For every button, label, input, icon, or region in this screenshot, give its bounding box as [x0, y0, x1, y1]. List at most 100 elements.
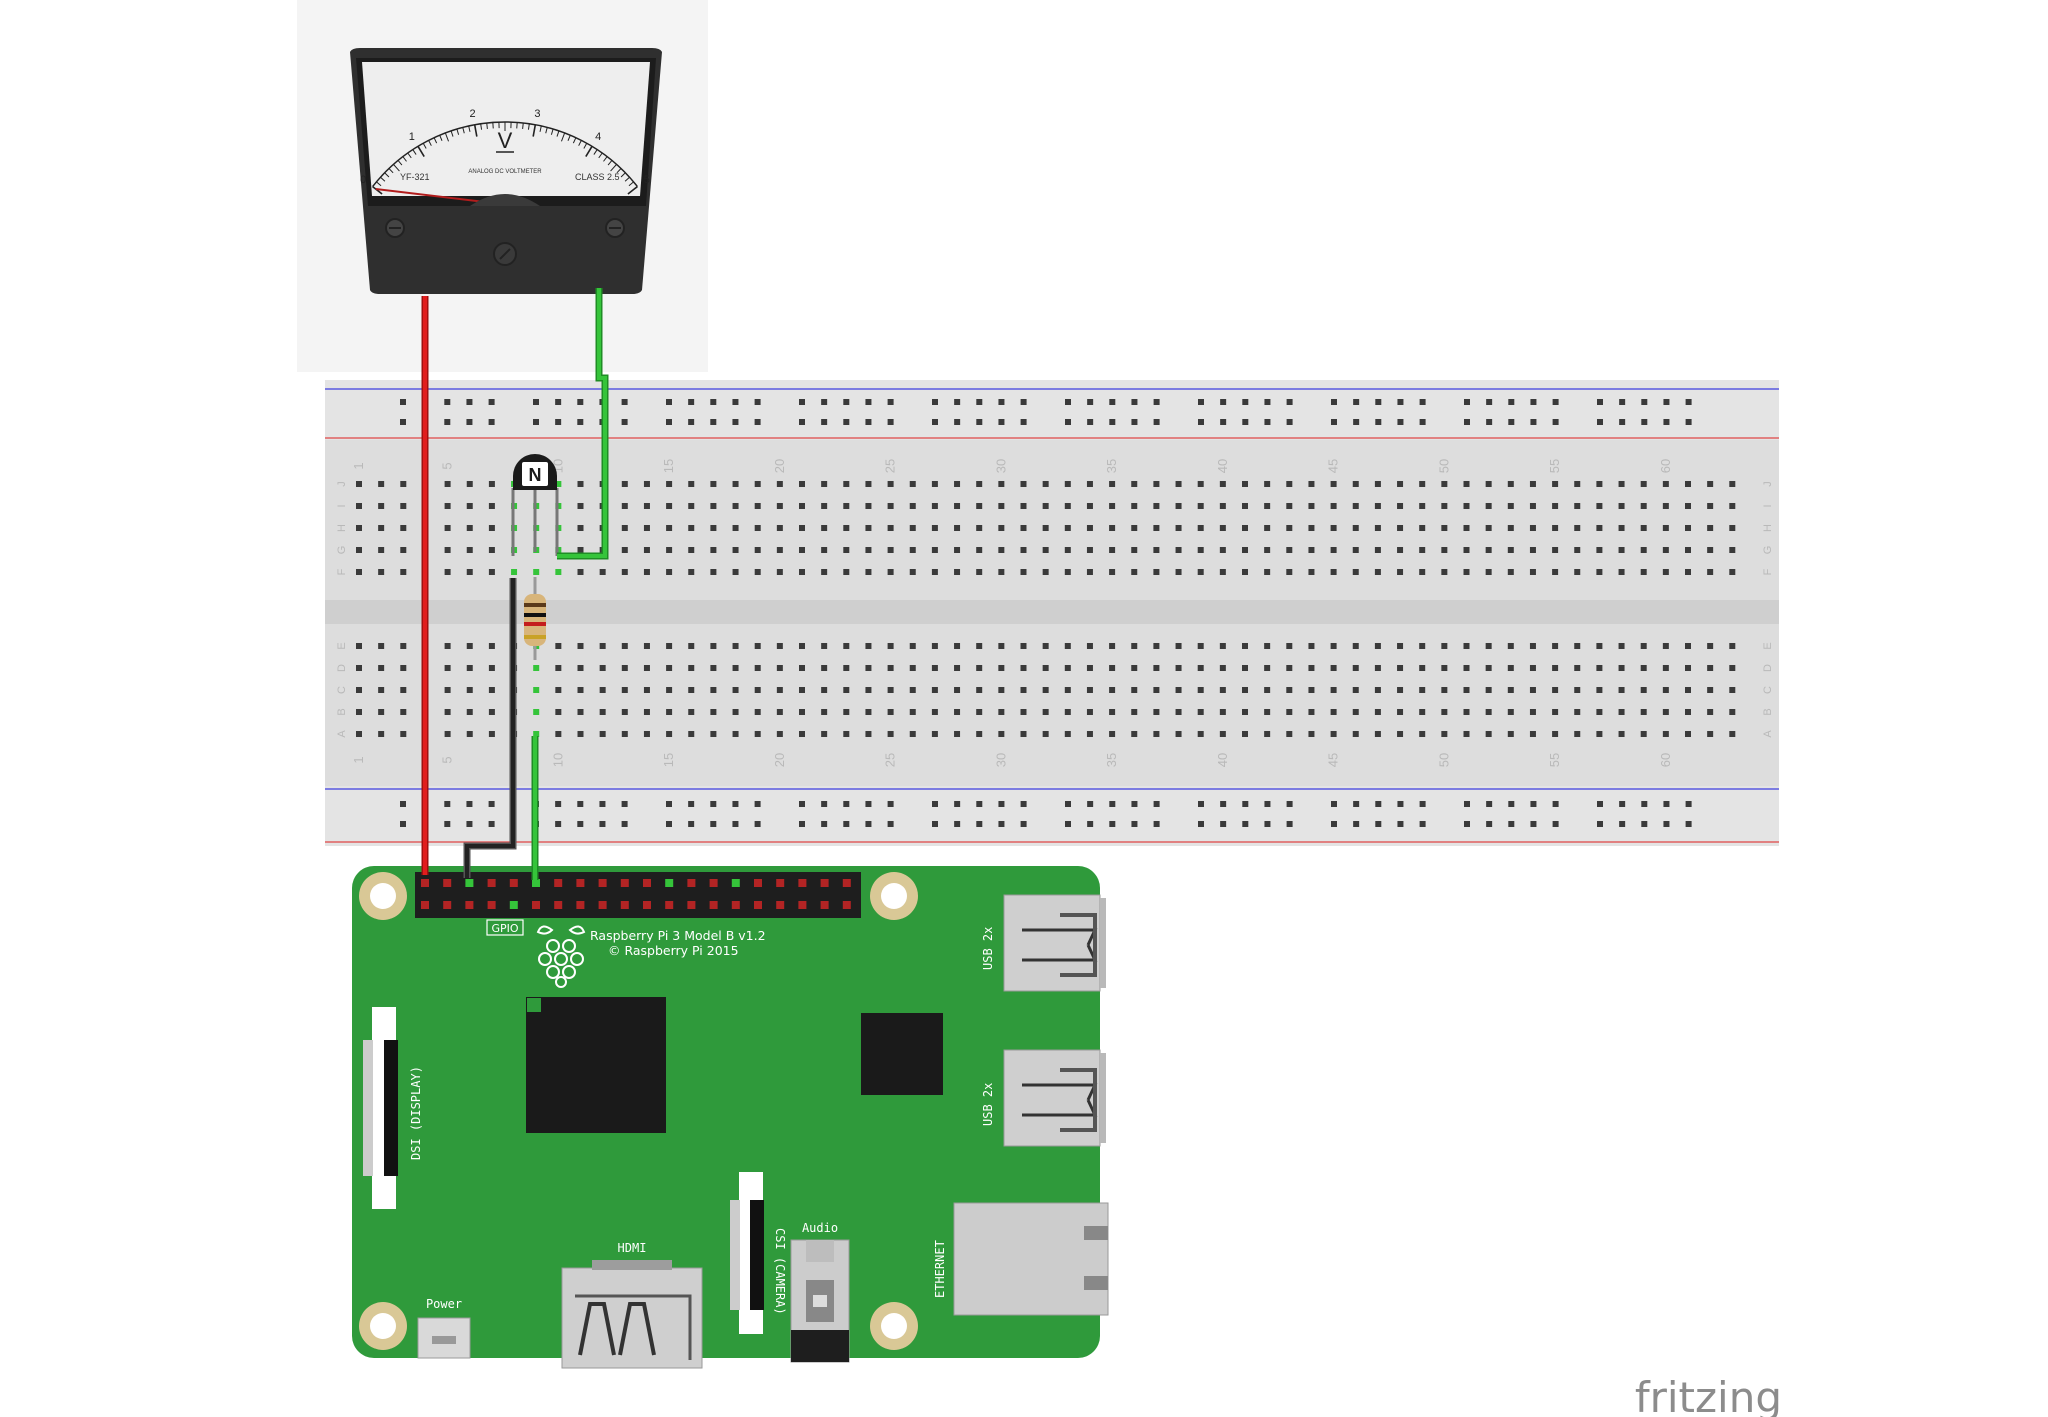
- gpio-pin: [798, 901, 807, 909]
- dial-tick: [450, 130, 454, 137]
- breadboard-hole: [356, 481, 362, 487]
- breadboard-hole: [466, 731, 473, 737]
- breadboard-hole: [909, 547, 916, 553]
- rail-hole: [843, 801, 850, 807]
- rail-hole: [976, 801, 983, 807]
- rail-hole: [1619, 801, 1626, 807]
- rail-hole: [1375, 399, 1382, 405]
- breadboard-hole: [1197, 643, 1204, 649]
- breadboard-hole: [533, 665, 540, 671]
- rail-hole: [533, 419, 539, 425]
- breadboard-hole: [1662, 665, 1669, 671]
- transistor-label: N: [529, 465, 542, 485]
- column-number: 55: [1547, 753, 1562, 767]
- rail-hole: [799, 419, 805, 425]
- breadboard-hole: [976, 687, 983, 693]
- rail-hole: [998, 419, 1005, 425]
- breadboard-hole: [444, 481, 451, 487]
- breadboard-hole: [1596, 547, 1603, 553]
- rail-hole: [1552, 801, 1559, 807]
- breadboard-hole: [1308, 709, 1315, 715]
- breadboard-hole: [1552, 643, 1559, 649]
- breadboard-hole: [1286, 547, 1293, 553]
- rail-hole: [1508, 399, 1515, 405]
- rail-hole: [1419, 399, 1426, 405]
- breadboard-hole: [1485, 731, 1492, 737]
- breadboard-hole: [688, 569, 695, 575]
- rail-hole: [1597, 399, 1603, 405]
- column-number: 60: [1658, 459, 1673, 473]
- breadboard-hole: [1707, 687, 1714, 693]
- breadboard-hole: [466, 709, 473, 715]
- breadboard-hole: [1064, 665, 1071, 671]
- wire-green-top: [557, 288, 607, 558]
- breadboard-hole: [954, 481, 961, 487]
- breadboard-hole: [954, 731, 961, 737]
- breadboard-hole: [1352, 731, 1359, 737]
- breadboard-hole: [954, 643, 961, 649]
- rail-hole: [466, 399, 473, 405]
- breadboard-hole: [688, 665, 695, 671]
- rail-hole: [1530, 399, 1537, 405]
- breadboard-hole: [1086, 687, 1093, 693]
- breadboard-hole: [555, 731, 562, 737]
- breadboard-hole: [954, 569, 961, 575]
- breadboard-hole: [1552, 481, 1559, 487]
- breadboard-hole: [1574, 481, 1581, 487]
- breadboard-hole: [1264, 687, 1271, 693]
- breadboard-hole: [1685, 731, 1691, 737]
- breadboard-hole: [1397, 547, 1404, 553]
- breadboard-hole: [643, 481, 650, 487]
- breadboard-hole: [1131, 687, 1138, 693]
- gpio-pin: [487, 901, 496, 909]
- breadboard-hole: [666, 709, 673, 715]
- breadboard-hole: [821, 665, 828, 671]
- rail-hole: [954, 801, 961, 807]
- breadboard-hole: [1441, 547, 1448, 553]
- breadboard-hole: [1242, 547, 1248, 553]
- breadboard-hole: [444, 569, 451, 575]
- breadboard-hole: [1109, 643, 1116, 649]
- dial-tick: [522, 122, 524, 130]
- breadboard-hole: [1197, 503, 1204, 509]
- breadboard-hole: [1330, 643, 1337, 649]
- breadboard-hole: [1153, 481, 1160, 487]
- rail-hole: [976, 821, 983, 827]
- breadboard-hole: [1264, 547, 1271, 553]
- breadboard-hole: [998, 481, 1005, 487]
- breadboard-hole: [1064, 731, 1071, 737]
- rail-hole: [1552, 399, 1559, 405]
- breadboard-hole: [400, 547, 407, 553]
- breadboard-hole: [1374, 687, 1381, 693]
- gpio-pins: [421, 879, 851, 909]
- rail-hole: [1641, 821, 1648, 827]
- breadboard-hole: [1175, 665, 1182, 671]
- rail-hole: [843, 419, 850, 425]
- gpio-pin: [576, 879, 585, 887]
- breadboard-hole: [1109, 731, 1116, 737]
- breadboard-hole: [1640, 731, 1647, 737]
- breadboard-hole: [555, 709, 562, 715]
- breadboard-hole: [887, 525, 894, 531]
- breadboard-hole: [732, 569, 739, 575]
- breadboard-hole: [1574, 503, 1581, 509]
- breadboard-hole: [1308, 481, 1315, 487]
- breadboard-hole: [821, 709, 828, 715]
- dial-tick: [620, 172, 626, 178]
- rail-hole: [1220, 399, 1227, 405]
- breadboard-hole: [688, 731, 695, 737]
- breadboard-hole: [1529, 525, 1536, 531]
- breadboard-hole: [1286, 665, 1293, 671]
- breadboard-hole: [1352, 547, 1359, 553]
- rail-hole: [954, 821, 961, 827]
- breadboard-hole: [444, 665, 451, 671]
- breadboard-hole: [666, 665, 673, 671]
- rail-hole: [732, 399, 739, 405]
- breadboard-hole: [1640, 665, 1647, 671]
- breadboard-hole: [488, 709, 495, 715]
- usb-label-bottom: USB 2x: [981, 1083, 995, 1126]
- rail-hole: [1065, 399, 1071, 405]
- breadboard-hole: [1242, 569, 1248, 575]
- breadboard-hole: [1419, 709, 1426, 715]
